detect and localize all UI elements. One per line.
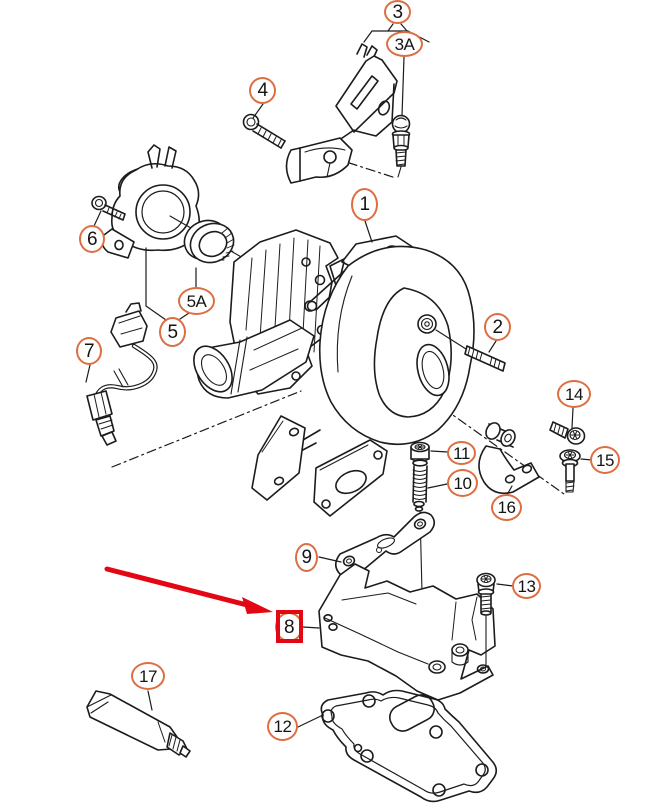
callout-9[interactable]: 9: [295, 543, 318, 572]
part-bolt-6: [91, 195, 126, 221]
callout-13[interactable]: 13: [512, 573, 541, 599]
callout-3[interactable]: 3: [384, 0, 411, 24]
callout-10-label: 10: [453, 473, 472, 493]
callout-11[interactable]: 11: [447, 441, 476, 465]
part-seal-ring-5a: [183, 219, 235, 264]
part-bolt-15: [559, 449, 581, 493]
part-bracket-3: [285, 43, 398, 184]
part-stud-2: [464, 345, 506, 372]
part-valve-assembly: [101, 144, 244, 259]
callout-6[interactable]: 6: [79, 225, 105, 253]
callout-10[interactable]: 10: [447, 469, 478, 497]
callout-5[interactable]: 5: [159, 317, 186, 347]
callout-14-label: 14: [565, 384, 583, 404]
part-sealant-tube-17: [86, 690, 191, 758]
part-flange-9: [334, 511, 436, 578]
highlight-arrow: [104, 566, 273, 614]
callout-9-label: 9: [301, 547, 312, 568]
part-ball-stud-3a: [391, 114, 411, 178]
part-turbocharger-1: [193, 229, 475, 517]
part-sensor-7: [86, 302, 158, 446]
part-bolt-13: [476, 572, 496, 667]
highlight-box: [276, 610, 303, 643]
part-gasket-12: [320, 689, 498, 803]
callout-14[interactable]: 14: [557, 380, 591, 408]
part-bolt-4: [242, 113, 286, 149]
callout-1[interactable]: 1: [351, 188, 378, 221]
callout-3a-label: 3A: [394, 34, 415, 54]
callout-17-label: 17: [139, 666, 157, 686]
callout-2-label: 2: [492, 316, 503, 338]
callout-6-label: 6: [86, 228, 98, 250]
callout-4-label: 4: [257, 80, 268, 101]
part-manifold-8: [318, 563, 496, 701]
callout-5a-label: 5A: [186, 291, 207, 311]
callout-7-label: 7: [83, 340, 95, 362]
callout-11-label: 11: [453, 443, 470, 463]
callout-16[interactable]: 16: [491, 494, 522, 521]
part-bolt-14: [549, 421, 586, 445]
callout-2[interactable]: 2: [484, 313, 511, 341]
callout-12[interactable]: 12: [267, 712, 298, 741]
callout-1-label: 1: [359, 194, 370, 215]
callout-16-label: 16: [497, 498, 516, 517]
callout-5-label: 5: [167, 321, 178, 343]
callout-7[interactable]: 7: [76, 337, 102, 365]
callout-15-label: 15: [596, 450, 614, 470]
callout-5a[interactable]: 5A: [178, 287, 215, 315]
callout-17[interactable]: 17: [131, 662, 165, 690]
callout-3a[interactable]: 3A: [386, 31, 423, 57]
callout-8-label: 8: [283, 616, 295, 638]
callout-12-label: 12: [273, 717, 292, 736]
callout-4[interactable]: 4: [249, 77, 276, 104]
callout-15[interactable]: 15: [590, 446, 620, 474]
part-nut-11-stud-10: [410, 441, 430, 593]
callout-3-label: 3: [392, 1, 403, 23]
callout-13-label: 13: [517, 576, 536, 596]
part-bracket-16: [478, 422, 540, 495]
